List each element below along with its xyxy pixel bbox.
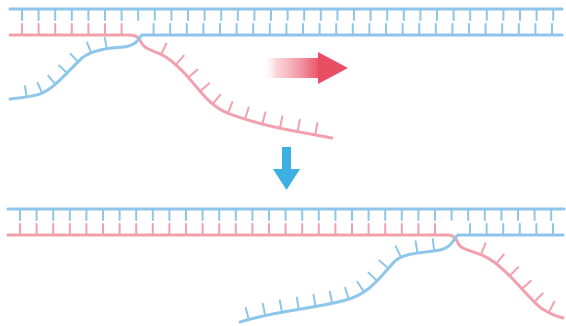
base-tick (356, 280, 365, 293)
base-tick (547, 300, 556, 314)
down-arrow-icon (273, 147, 300, 190)
top-paired-strand-ticks (21, 23, 319, 136)
base-tick (211, 93, 222, 106)
base-tick (328, 290, 334, 305)
base-tick (103, 36, 108, 50)
base-tick (47, 74, 57, 86)
bottom-paired-strand-ticks (19, 223, 556, 314)
base-tick (367, 271, 378, 282)
base-tick (244, 106, 250, 121)
base-tick (58, 64, 68, 75)
base-tick (244, 306, 250, 321)
top-panel (8, 7, 564, 140)
base-tick (394, 245, 402, 259)
base-tick (36, 82, 44, 95)
right-arrow-icon (262, 52, 348, 84)
base-tick (378, 259, 390, 270)
bottom-displaced-strand (238, 233, 565, 324)
bottom-paired-strand (6, 233, 565, 320)
base-tick (174, 54, 185, 66)
base-tick (160, 42, 168, 56)
base-tick (314, 122, 319, 136)
base-tick (495, 253, 505, 265)
base-tick (199, 82, 211, 93)
base-tick (187, 68, 199, 79)
base-tick (227, 101, 234, 115)
base-tick (261, 302, 267, 317)
base-tick (479, 242, 487, 256)
base-tick (295, 296, 300, 311)
top-template-strand-ticks (21, 8, 555, 21)
bottom-panel (6, 207, 566, 324)
base-tick (69, 52, 80, 63)
base-tick (312, 293, 317, 308)
bottom-displaced-strand-ticks (244, 223, 554, 321)
base-tick (520, 279, 532, 290)
top-invading-strand (8, 33, 564, 101)
base-tick (261, 111, 267, 126)
base-tick (508, 266, 520, 277)
top-invading-strand-ticks (23, 23, 553, 98)
base-tick (344, 286, 350, 301)
top-paired-strand (8, 33, 334, 140)
base-tick (296, 118, 301, 133)
base-tick (414, 240, 419, 254)
base-tick (533, 292, 544, 304)
base-tick (431, 238, 436, 252)
base-tick (23, 85, 28, 98)
bottom-template-strand-ticks (19, 208, 553, 221)
base-tick (278, 115, 284, 130)
base-tick (278, 299, 283, 314)
base-tick (86, 41, 93, 54)
